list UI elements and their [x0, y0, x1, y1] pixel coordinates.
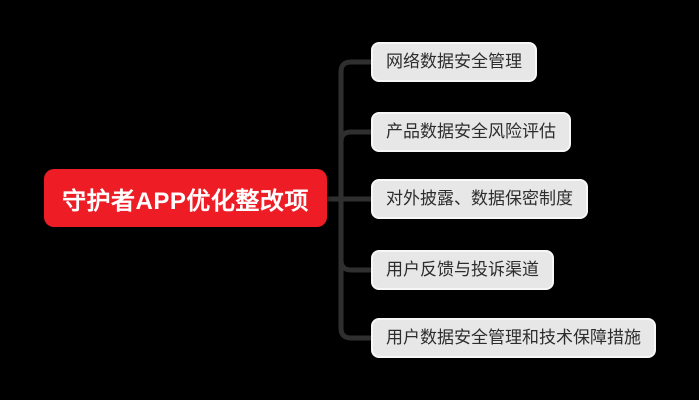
branch-node-label: 产品数据安全风险评估: [386, 122, 556, 141]
branch-node-user-data-security-tech[interactable]: 用户数据安全管理和技术保障措施: [371, 318, 656, 358]
branch-node-label: 对外披露、数据保密制度: [386, 189, 573, 208]
branch-node-label: 用户反馈与投诉渠道: [386, 260, 539, 279]
connector-branch-2: [327, 129, 371, 202]
connector-branch-1: [327, 59, 371, 202]
branch-node-network-data-security[interactable]: 网络数据安全管理: [371, 42, 537, 82]
branch-node-disclosure-confidentiality[interactable]: 对外披露、数据保密制度: [371, 179, 588, 219]
branch-node-label: 用户数据安全管理和技术保障措施: [386, 328, 641, 347]
root-node[interactable]: 守护者APP优化整改项: [44, 169, 327, 227]
branch-node-label: 网络数据安全管理: [386, 52, 522, 71]
branch-node-user-feedback-complaints[interactable]: 用户反馈与投诉渠道: [371, 250, 554, 290]
root-node-label: 守护者APP优化整改项: [62, 187, 309, 215]
connector-branch-5: [327, 196, 371, 341]
connector-branch-4: [327, 196, 371, 273]
branch-node-product-risk-assessment[interactable]: 产品数据安全风险评估: [371, 112, 571, 152]
